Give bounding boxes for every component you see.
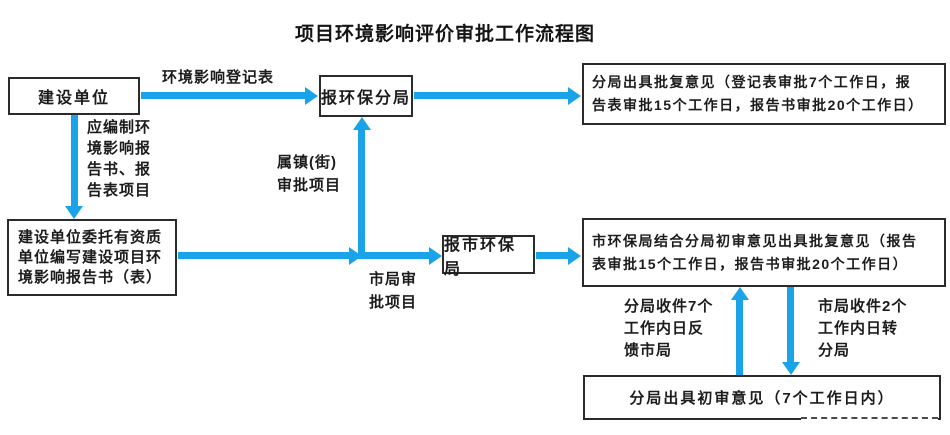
arrow-city-to-initial-head-icon bbox=[782, 362, 800, 375]
arrow-junction-to-city-head-icon bbox=[429, 247, 442, 265]
arrow-branch-to-reply-head-icon bbox=[568, 87, 581, 105]
node-report-city-bureau: 报市环保局 bbox=[442, 235, 535, 278]
arrow-initial-to-city-line bbox=[736, 300, 743, 375]
arrow-junction-to-branch-head-icon bbox=[353, 117, 371, 130]
arrow-unit-to-branch-head-icon bbox=[305, 87, 318, 105]
node-entrust-qualified-unit: 建设单位委托有资质 单位编写建设项目环 境影响报告书（表） bbox=[7, 219, 177, 296]
arrow-unit-to-entrust-line bbox=[71, 115, 78, 207]
arrow-city-to-reply-head-icon bbox=[568, 247, 581, 265]
arrow-junction-to-branch-line bbox=[358, 130, 365, 259]
label-branch-feedback: 分局收件7个 工作内日反 馈市局 bbox=[624, 298, 714, 359]
label-town-street-projects: 属镇(街) 审批项目 bbox=[277, 154, 342, 194]
arrow-branch-to-reply-line bbox=[414, 92, 570, 99]
node-branch-reply-opinion: 分局出具批复意见（登记表审批7个工作日，报 告表审批15个工作日，报告书审批20… bbox=[582, 63, 946, 125]
label-prepare-report: 应编制环 境影响报 告书、报 告表项目 bbox=[87, 119, 152, 199]
flowchart-title: 项目环境影响评价审批工作流程图 bbox=[294, 24, 596, 45]
arrow-unit-to-entrust-head-icon bbox=[65, 206, 83, 219]
arrow-junction-to-city-line bbox=[365, 252, 431, 259]
node-city-reply-opinion: 市环保局结合分局初审意见出具批复意见（报告 表审批15个工作日，报告书审批20个… bbox=[582, 218, 946, 287]
arrow-entrust-to-junction-line bbox=[178, 252, 351, 259]
arrow-initial-to-city-head-icon bbox=[731, 287, 749, 300]
arrow-unit-to-branch-line bbox=[141, 92, 307, 99]
label-city-transfer: 市局收件2个 工作内日转 分局 bbox=[818, 298, 908, 359]
dashed-border-segment bbox=[801, 417, 938, 419]
label-registration-form: 环境影响登记表 bbox=[162, 69, 275, 86]
arrow-city-to-initial-line bbox=[787, 287, 794, 362]
node-branch-initial-opinion: 分局出具初审意见（7个工作日内） bbox=[583, 375, 941, 420]
label-city-projects: 市局审 批项目 bbox=[369, 271, 418, 311]
arrow-city-to-reply-line bbox=[536, 252, 570, 259]
node-construction-unit: 建设单位 bbox=[8, 77, 140, 115]
node-report-branch-bureau: 报环保分局 bbox=[319, 75, 413, 117]
